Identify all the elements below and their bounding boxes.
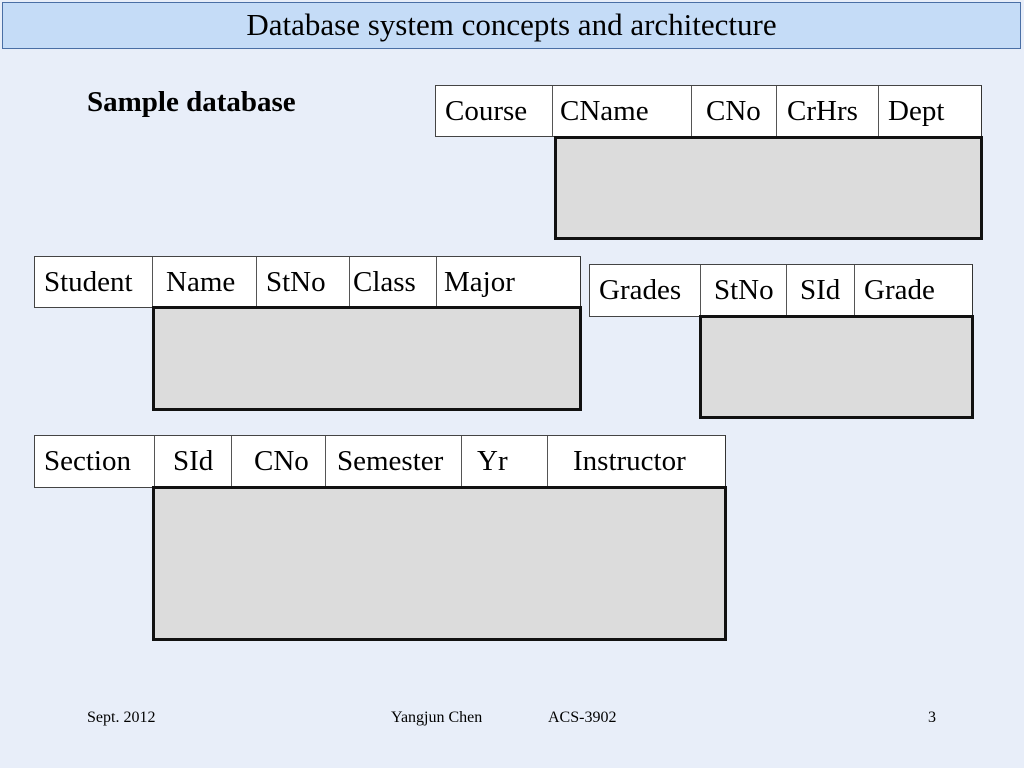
section-table-label: Section <box>35 436 155 487</box>
grades-col-sid: SId <box>787 265 855 316</box>
section-col-sid: SId <box>155 436 232 487</box>
footer-author: Yangjun Chen <box>391 709 483 726</box>
course-col-cname: CName <box>553 86 692 136</box>
grades-table-header: Grades StNo SId Grade <box>589 264 973 317</box>
grades-col-grade: Grade <box>864 274 935 306</box>
section-table-header: Section SId CNo Semester Yr Instructor <box>34 435 726 488</box>
grades-table-label: Grades <box>590 265 701 316</box>
section-col-cno: CNo <box>232 436 326 487</box>
slide-title: Database system concepts and architectur… <box>246 6 777 42</box>
course-table-header: Course CName CNo CrHrs Dept <box>435 85 982 137</box>
student-col-major: Major <box>444 265 515 298</box>
section-col-semester: Semester <box>326 436 462 487</box>
section-col-instructor: Instructor <box>573 445 686 477</box>
grades-col-stno: StNo <box>701 265 787 316</box>
slide-title-bar: Database system concepts and architectur… <box>2 2 1021 49</box>
slide-subtitle: Sample database <box>87 86 296 118</box>
section-col-yr: Yr <box>462 436 548 487</box>
section-table-body <box>152 486 727 641</box>
student-table-body <box>152 306 582 411</box>
course-col-crhrs: CrHrs <box>777 86 879 136</box>
course-table-label: Course <box>436 86 553 136</box>
student-table-label: Student <box>35 257 153 307</box>
student-col-name: Name <box>153 257 257 307</box>
footer-course: ACS-3902 <box>548 709 617 726</box>
course-table-body <box>554 136 983 240</box>
student-col-class: Class <box>350 257 437 307</box>
grades-table-body <box>699 315 974 419</box>
course-col-dept: Dept <box>888 94 945 127</box>
footer-date: Sept. 2012 <box>87 709 156 726</box>
footer-page-number: 3 <box>928 709 936 726</box>
student-table-header: Student Name StNo Class Major <box>34 256 581 308</box>
student-col-stno: StNo <box>257 257 350 307</box>
course-col-cno: CNo <box>692 86 777 136</box>
